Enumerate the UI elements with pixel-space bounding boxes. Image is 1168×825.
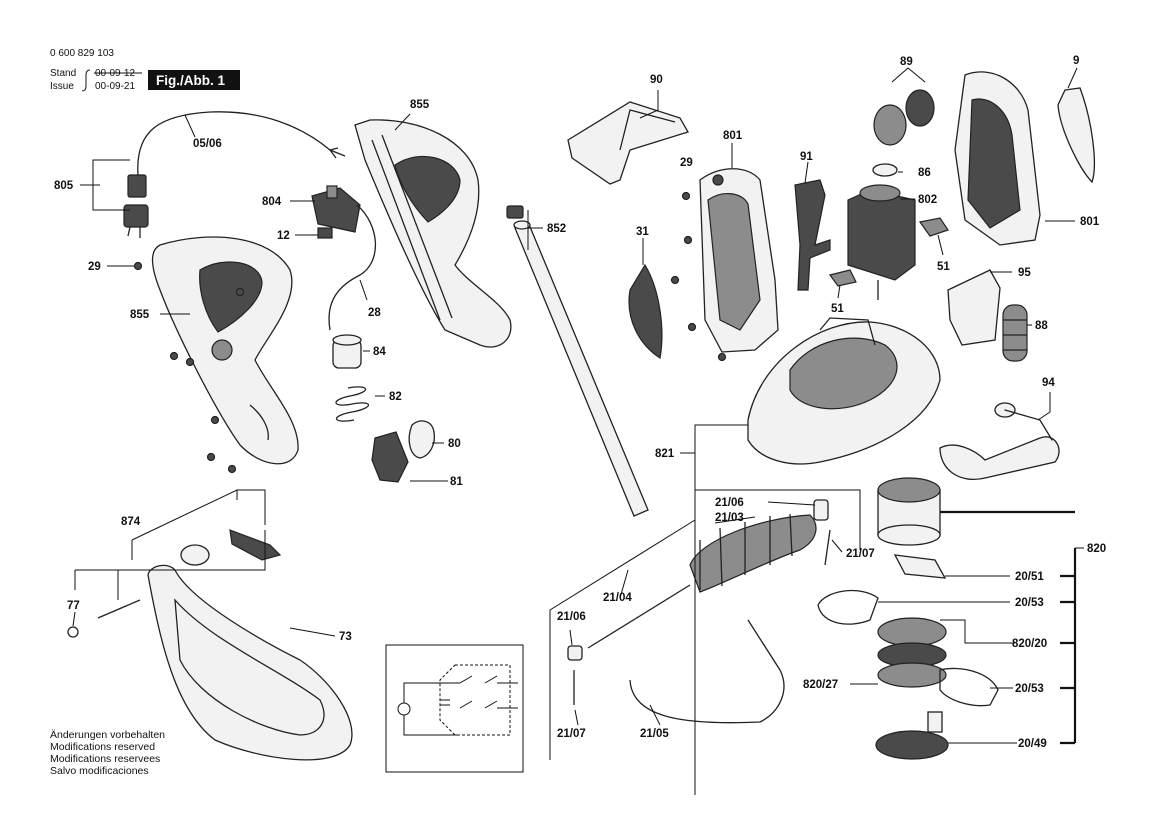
- tube-drawing: [506, 205, 649, 517]
- brace-shape: [81, 69, 91, 92]
- figure-label: Fig./Abb. 1: [156, 73, 225, 88]
- issue-label: Issue: [50, 81, 74, 92]
- label-20-51: 20/51: [1015, 571, 1044, 583]
- lever-drawing: [794, 179, 831, 291]
- label-81: 81: [450, 476, 463, 488]
- leader-lines: [72, 67, 1084, 795]
- screws-drawing: [133, 191, 727, 474]
- small-parts-drawing: [332, 334, 436, 483]
- label-21-07-bottom: 21/07: [557, 728, 586, 740]
- power-cord-drawing: [123, 111, 346, 238]
- guard-drawing: [747, 317, 941, 465]
- label-855-top: 855: [410, 99, 430, 111]
- shaft-drawing: [567, 499, 831, 724]
- header-block: 0 600 829 103 Stand Issue 00-09-12 00-09…: [50, 48, 240, 92]
- label-28: 28: [368, 307, 381, 319]
- motor-drawing: [828, 89, 949, 300]
- new-date: 00-09-21: [95, 81, 135, 92]
- label-95: 95: [1018, 267, 1031, 279]
- label-05-06: 05/06: [193, 138, 222, 150]
- label-855-left: 855: [130, 309, 150, 321]
- label-820: 820: [1087, 543, 1106, 555]
- label-88: 88: [1035, 320, 1048, 332]
- label-91: 91: [800, 151, 813, 163]
- bail-handle-drawing: [939, 402, 1060, 480]
- cover-31-drawing: [628, 263, 663, 359]
- label-94: 94: [1042, 377, 1055, 389]
- label-29-left: 29: [88, 261, 101, 273]
- label-852: 852: [547, 223, 566, 235]
- label-21-03: 21/03: [715, 512, 744, 524]
- doc-number: 0 600 829 103: [50, 48, 114, 59]
- support-wheel-drawing: [67, 529, 353, 761]
- label-12: 12: [277, 230, 290, 242]
- housing-middle-drawing: [699, 168, 779, 353]
- label-51-left: 51: [831, 303, 844, 315]
- left-handle-drawing: [151, 236, 299, 465]
- part-labels: 05/06 805 804 12 29 855 855 28 84 82 80 …: [54, 55, 1106, 750]
- notes-block: Änderungen vorbehalten Modifications res…: [50, 729, 165, 777]
- label-80: 80: [448, 438, 461, 450]
- label-31: 31: [636, 226, 649, 238]
- label-29-mid: 29: [680, 157, 693, 169]
- grip-drawing: [567, 101, 689, 185]
- label-51-right: 51: [937, 261, 950, 273]
- label-20-49: 20/49: [1018, 738, 1047, 750]
- label-9: 9: [1073, 55, 1079, 67]
- label-86: 86: [918, 167, 931, 179]
- label-89: 89: [900, 56, 913, 68]
- label-801-right: 801: [1080, 216, 1100, 228]
- label-821: 821: [655, 448, 675, 460]
- label-21-06-top: 21/06: [715, 497, 744, 509]
- fan-drawing: [947, 269, 1028, 362]
- label-820-20: 820/20: [1012, 638, 1047, 650]
- label-21-04: 21/04: [603, 592, 632, 604]
- spool-assembly-drawing: [817, 477, 999, 760]
- note-es: Salvo modificaciones: [50, 765, 149, 777]
- switch-drawing: [311, 185, 377, 331]
- label-820-27: 820/27: [803, 679, 838, 691]
- label-82: 82: [389, 391, 402, 403]
- label-802: 802: [918, 194, 937, 206]
- label-21-06-left: 21/06: [557, 611, 586, 623]
- label-805: 805: [54, 180, 74, 192]
- figure-badge: [148, 70, 240, 90]
- note-fr: Modifications reservees: [50, 753, 160, 765]
- label-90: 90: [650, 74, 663, 86]
- note-de: Änderungen vorbehalten: [50, 729, 165, 741]
- blade-9-drawing: [1057, 87, 1095, 184]
- label-73: 73: [339, 631, 352, 643]
- top-handle-drawing: [354, 119, 512, 348]
- label-20-53-top: 20/53: [1015, 597, 1044, 609]
- label-874: 874: [121, 516, 141, 528]
- label-84: 84: [373, 346, 386, 358]
- label-21-05: 21/05: [640, 728, 669, 740]
- label-804: 804: [262, 196, 282, 208]
- label-801-mid: 801: [723, 130, 743, 142]
- stand-label: Stand: [50, 68, 76, 79]
- wiring-schematic: [385, 644, 524, 773]
- label-21-07-right: 21/07: [846, 548, 875, 560]
- label-77: 77: [67, 600, 80, 612]
- housing-right-drawing: [954, 71, 1041, 246]
- label-20-53-bottom: 20/53: [1015, 683, 1044, 695]
- note-en: Modifications reserved: [50, 741, 155, 753]
